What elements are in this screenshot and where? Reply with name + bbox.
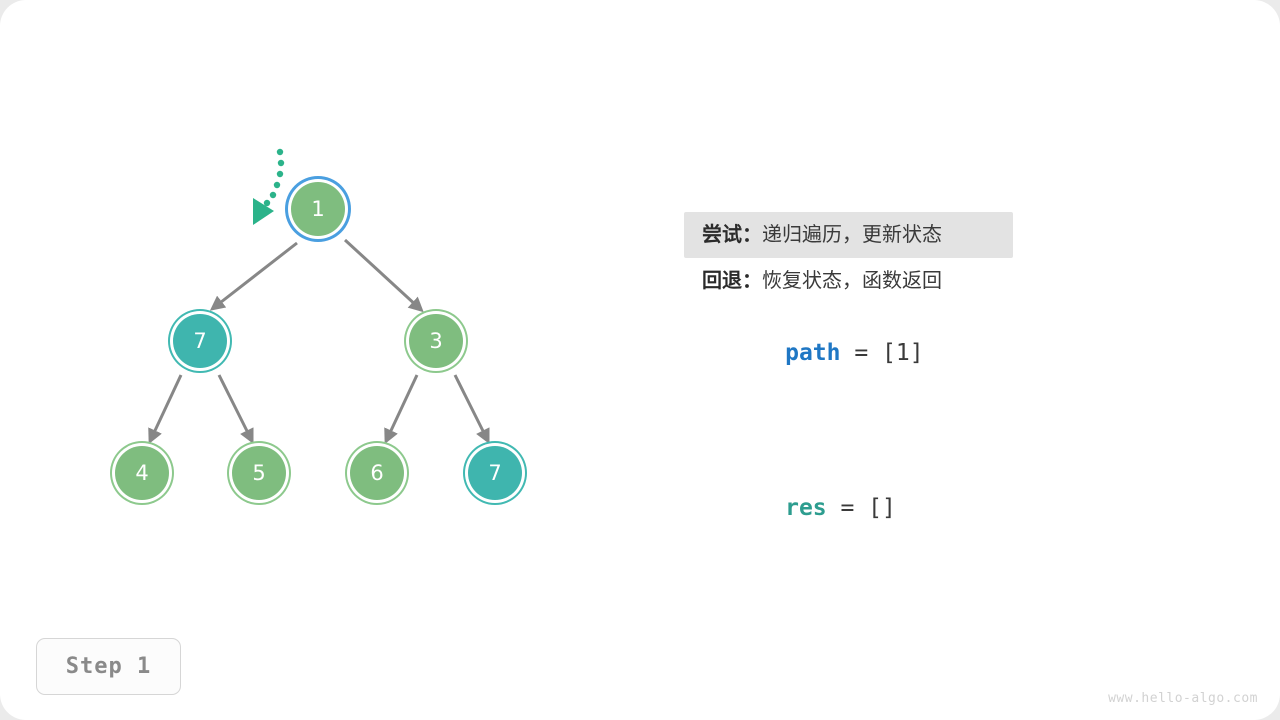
tree-node-5[interactable]: 5 — [232, 446, 286, 500]
tree-node-label: 7 — [488, 460, 502, 485]
tree-node-label: 5 — [252, 460, 266, 485]
tree-node-3[interactable]: 3 — [409, 314, 463, 368]
recursion-pointer-arrow-icon — [253, 198, 274, 225]
tree-node-label: 6 — [370, 460, 384, 485]
path-variable-name: path — [785, 340, 841, 366]
try-line: 尝试： 递归遍历，更新状态 — [684, 212, 1013, 258]
edge-3-to-7r — [453, 374, 490, 444]
res-variable-value: = [] — [826, 495, 896, 521]
tree-node-4[interactable]: 4 — [115, 446, 169, 500]
tree-node-root[interactable]: 1 — [291, 182, 345, 236]
res-variable-name: res — [785, 495, 827, 521]
backtrack-line-tag: 回退： — [702, 268, 762, 292]
try-line-tag: 尝试： — [702, 222, 762, 246]
backtrack-line-body: 恢复状态，函数返回 — [762, 268, 942, 292]
step-badge: Step 1 — [36, 638, 181, 695]
edge-7l-to-5 — [217, 374, 254, 444]
path-variable-line: path = [1] — [684, 319, 1104, 388]
edge-3-to-6 — [384, 374, 419, 445]
edge-root-to-3 — [343, 238, 424, 313]
watermark-text: www.hello-algo.com — [1108, 691, 1258, 706]
try-line-body: 递归遍历，更新状态 — [762, 222, 942, 246]
edge-7l-to-4 — [148, 374, 183, 445]
tree-node-7-right[interactable]: 7 — [468, 446, 522, 500]
recursion-pointer-trail — [263, 148, 285, 207]
backtrack-line: 回退： 恢复状态，函数返回 — [684, 258, 1104, 304]
tree-node-label: 3 — [429, 328, 443, 353]
res-variable-line: res = [] — [684, 474, 1104, 543]
step-badge-label: Step 1 — [65, 654, 152, 679]
tree-node-label: 1 — [311, 196, 325, 221]
edge-root-to-7l — [209, 241, 298, 311]
tree-node-label: 4 — [135, 460, 149, 485]
tree-node-label: 7 — [193, 328, 207, 353]
path-variable-value: = [1] — [840, 340, 924, 366]
state-panel: 尝试： 递归遍历，更新状态 回退： 恢复状态，函数返回 path = [1] r… — [684, 212, 1104, 543]
tree-node-6[interactable]: 6 — [350, 446, 404, 500]
watermark: www.hello-algo.com — [1108, 691, 1258, 706]
tree-edges — [148, 238, 490, 445]
tree-node-7-left[interactable]: 7 — [173, 314, 227, 368]
